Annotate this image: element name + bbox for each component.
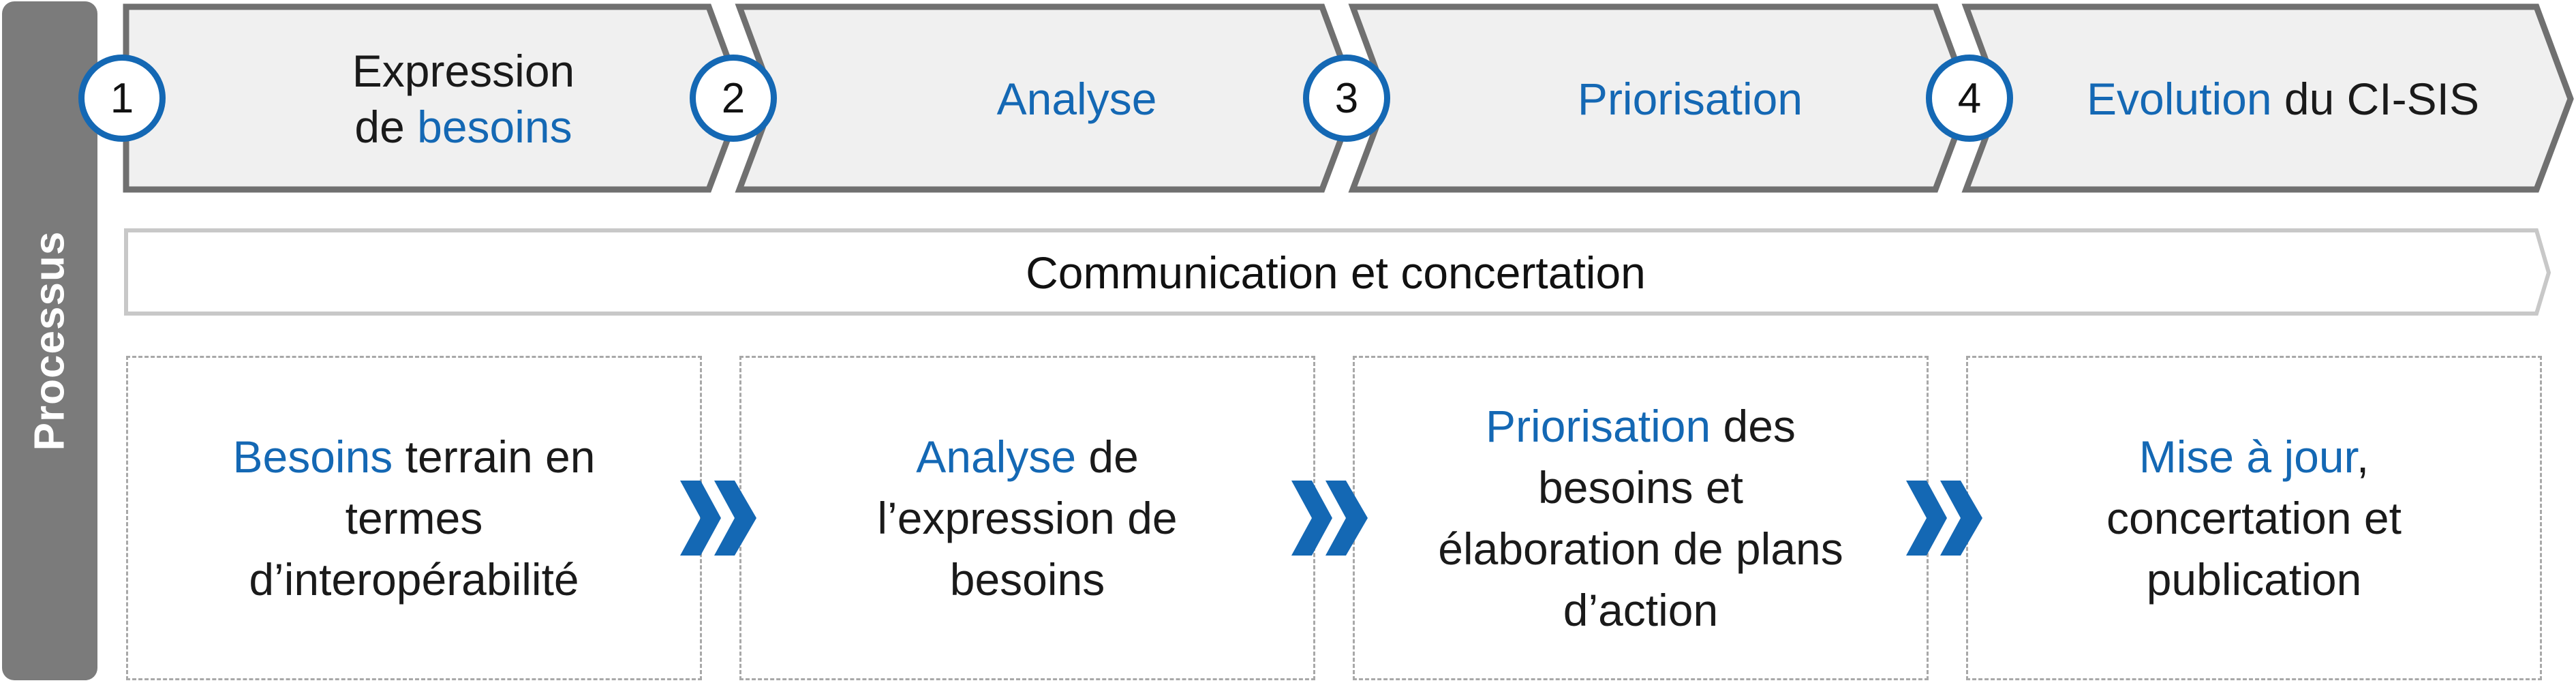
detail-box-1: Besoins terrain en termes d’interopérabili… [126, 356, 702, 680]
body-text: concertation et [2106, 493, 2402, 543]
steps.2.lines-line: Priorisation [1578, 71, 1803, 127]
details.0.lines-line: Besoins terrain en [233, 426, 596, 487]
body-text: du CI-SIS [2271, 74, 2479, 124]
body-text: termes [345, 493, 483, 543]
step-badge-1: 1 [78, 55, 166, 142]
steps.1.lines-line: Analyse [997, 71, 1157, 127]
double-chevron-right-icon [1291, 481, 1368, 556]
detail-box-2: Analyse de l’expression de besoins [739, 356, 1315, 680]
body-text: l’expression de [877, 493, 1178, 543]
details.1.lines-line: besoins [877, 549, 1177, 610]
detail-text-4: Mise à jour, concertation et publication [2106, 426, 2402, 610]
communication-arrow [124, 228, 2551, 316]
details.3.lines-line: Mise à jour, [2106, 426, 2402, 487]
step-badge-4: 4 [1926, 55, 2013, 142]
highlight-text: Analyse [996, 74, 1157, 124]
body-text: , [2356, 431, 2370, 482]
communication-label: Communication et concertation [1026, 247, 1646, 298]
steps.3.lines-line: Evolution du CI-SIS [2087, 71, 2479, 127]
highlight-text: Besoins [232, 431, 393, 482]
highlight-text: Analyse [916, 431, 1077, 482]
steps.0.lines-line: Expression [352, 43, 575, 99]
details.1.lines-line: l’expression de [877, 487, 1177, 549]
step-3-title: Priorisation [1452, 20, 1929, 177]
body-text: des [1711, 401, 1796, 451]
step-title-text: Analyse [997, 71, 1157, 127]
details.2.lines-line: Priorisation des [1438, 395, 1843, 457]
body-text: terrain en [393, 431, 596, 482]
step-number-2: 2 [721, 74, 746, 122]
details.2.lines-line: élaboration de plans [1438, 518, 1843, 579]
body-text: élaboration de plans [1438, 523, 1843, 574]
body-text: de [1076, 431, 1139, 482]
body-text: de [354, 102, 418, 152]
details.3.lines-line: publication [2106, 549, 2402, 610]
step-badge-2: 2 [690, 55, 777, 142]
double-chevron-right-icon [680, 481, 756, 556]
steps.0.lines-line: de besoins [352, 99, 575, 155]
body-text: d’action [1563, 585, 1719, 635]
step-arrow-1 [123, 3, 746, 193]
details.3.lines-line: concertation et [2106, 487, 2402, 549]
highlight-text: Mise à jour [2138, 431, 2357, 482]
highlight-text: Priorisation [1577, 74, 1803, 124]
detail-box-4: Mise à jour, concertation et publication [1966, 356, 2542, 680]
highlight-text: Evolution [2087, 74, 2272, 124]
details.2.lines-line: d’action [1438, 579, 1843, 641]
details.2.lines-line: besoins et [1438, 457, 1843, 518]
step-number-3: 3 [1334, 74, 1359, 122]
detail-text-2: Analyse de l’expression de besoins [877, 426, 1177, 610]
body-text: Expression [352, 46, 575, 96]
body-text: besoins et [1538, 462, 1743, 513]
highlight-text: besoins [417, 102, 572, 152]
detail-text-1: Besoins terrain en termes d’interopérabili… [233, 426, 596, 610]
step-number-4: 4 [1957, 74, 1982, 122]
details.0.lines-line: d’interopérabilité [233, 549, 596, 610]
step-4-title: Evolution du CI-SIS [2031, 20, 2535, 177]
double-chevron-right-icon [1906, 481, 1982, 556]
body-text: d’interopérabilité [249, 554, 579, 605]
step-number-1: 1 [110, 74, 134, 122]
body-text: besoins [949, 554, 1105, 605]
step-2-title: Analyse [838, 20, 1315, 177]
details.1.lines-line: Analyse de [877, 426, 1177, 487]
body-text: publication [2146, 554, 2362, 605]
step-title-text: Priorisation [1578, 71, 1803, 127]
step-title-text: Evolution du CI-SIS [2087, 71, 2479, 127]
step-badge-3: 3 [1303, 55, 1390, 142]
details.0.lines-line: termes [233, 487, 596, 549]
highlight-text: Priorisation [1486, 401, 1711, 451]
